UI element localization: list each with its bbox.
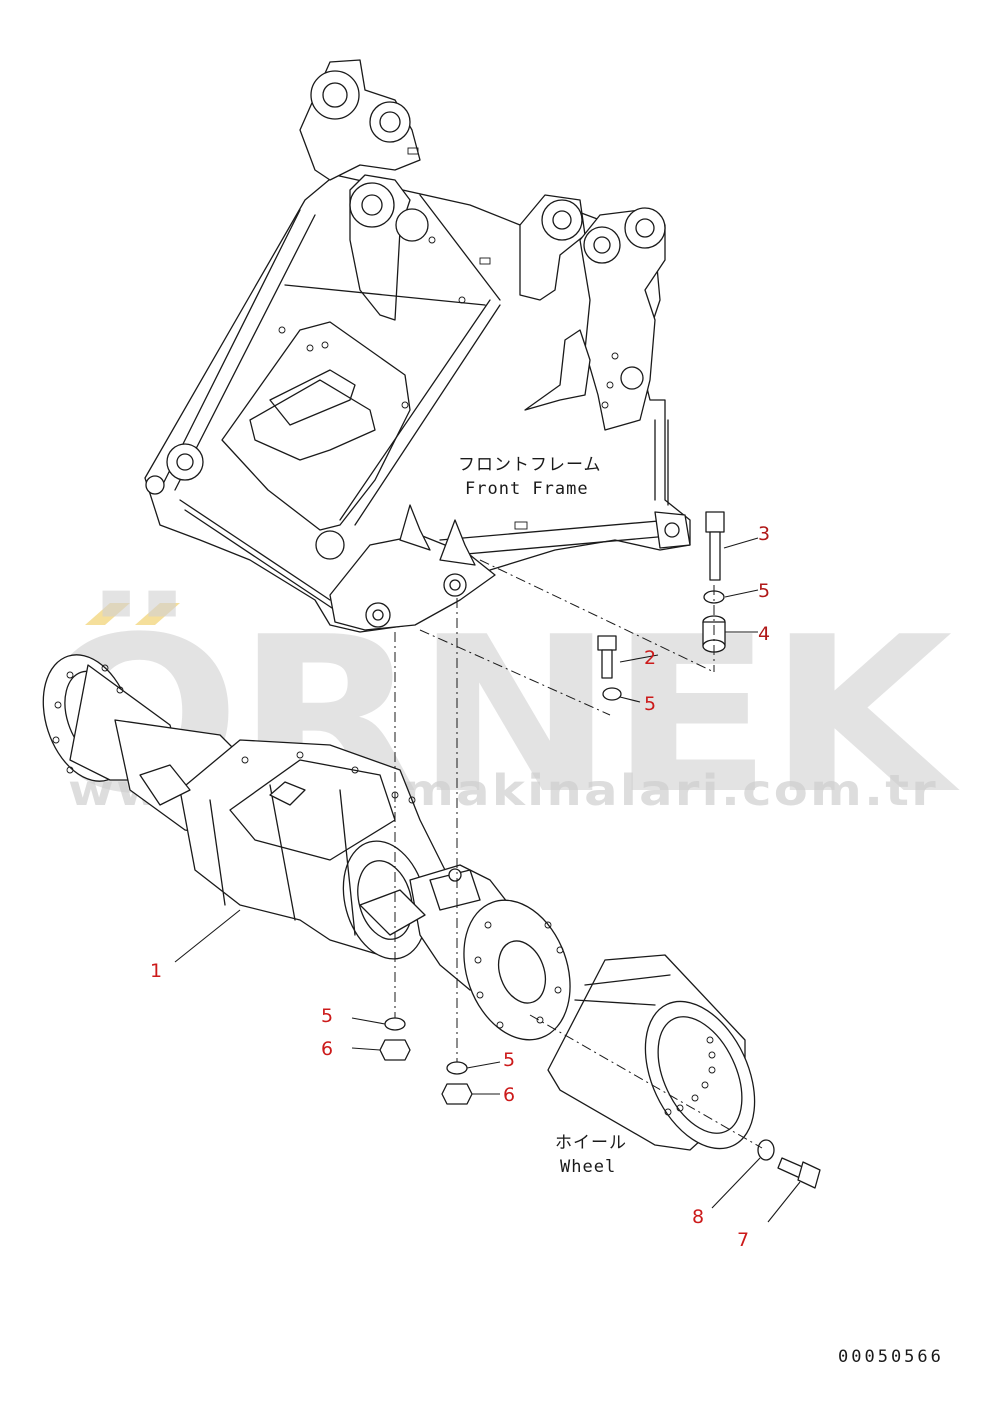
callout-6-left[interactable]: 6 bbox=[321, 1038, 333, 1060]
washer-5-mid bbox=[602, 687, 622, 701]
hardware bbox=[379, 511, 821, 1189]
bolt-3 bbox=[705, 511, 725, 581]
nut-6-left bbox=[379, 1039, 411, 1061]
callout-5-mid[interactable]: 5 bbox=[644, 693, 656, 715]
callout-numbers: 1 2 3 4 5 5 5 5 6 6 7 8 bbox=[150, 523, 770, 1251]
callout-5-lower-left[interactable]: 5 bbox=[321, 1005, 333, 1027]
bolt-7 bbox=[777, 1157, 821, 1189]
watermark-accent-mark bbox=[85, 603, 130, 625]
center-lines bbox=[394, 559, 763, 1149]
callout-5-upper[interactable]: 5 bbox=[758, 580, 770, 602]
callout-6-right[interactable]: 6 bbox=[503, 1084, 515, 1106]
callout-3[interactable]: 3 bbox=[758, 523, 770, 545]
wheel bbox=[547, 954, 756, 1151]
washer-8 bbox=[757, 1139, 775, 1161]
wheel-label-jp: ホイール bbox=[555, 1133, 627, 1153]
flange-bolt-holes bbox=[52, 664, 564, 1029]
callout-7[interactable]: 7 bbox=[737, 1229, 749, 1251]
front-frame bbox=[144, 59, 691, 633]
callout-2[interactable]: 2 bbox=[644, 647, 656, 669]
front-frame-label-jp: フロントフレーム bbox=[458, 455, 602, 475]
callout-4[interactable]: 4 bbox=[758, 623, 770, 645]
nut-6-right bbox=[441, 1083, 473, 1105]
callout-5-lower-right[interactable]: 5 bbox=[503, 1049, 515, 1071]
bolt-2 bbox=[597, 635, 617, 679]
washer-5-lower-left bbox=[384, 1017, 406, 1031]
leader-lines bbox=[174, 537, 801, 1223]
wheel-bolt-holes bbox=[664, 1036, 716, 1116]
watermark-accent-mark bbox=[135, 603, 180, 625]
axle-assembly bbox=[42, 654, 571, 1041]
drawing-code: 00050566 bbox=[838, 1347, 944, 1367]
wheel-label-en: Wheel bbox=[560, 1157, 616, 1177]
callout-1[interactable]: 1 bbox=[150, 960, 162, 982]
front-frame-label-en: Front Frame bbox=[465, 479, 589, 499]
assembly-labels: フロントフレーム Front Frame ホイール Wheel bbox=[458, 455, 627, 1177]
callout-8[interactable]: 8 bbox=[692, 1206, 704, 1228]
washer-5-lower-right bbox=[446, 1061, 468, 1075]
